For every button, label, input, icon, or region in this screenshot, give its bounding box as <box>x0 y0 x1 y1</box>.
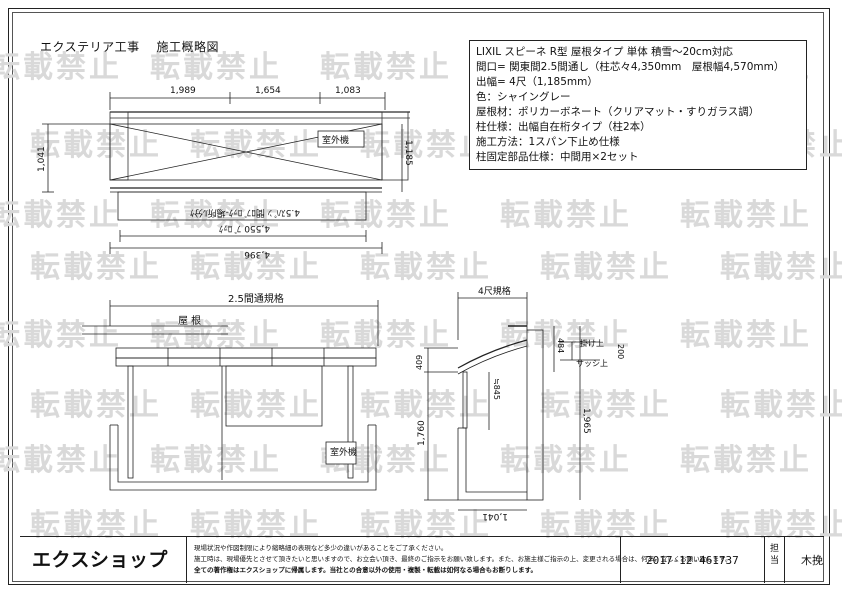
document-number: 2017-12-461737 <box>646 554 739 567</box>
plan-block-note: 4.5ｽﾊﾟﾝ 間ﾛﾌﾞﾛｯｸ-場所ﾙ分ｹ <box>189 207 300 219</box>
side-kake-label: 掛け上 <box>580 338 604 348</box>
front-span-label: 2.5間通規格 <box>228 292 284 305</box>
footer-note-2: 施工時は、現場優先とさせて頂きたいと思いますので、お立会い頂き、最終のご指示をお… <box>194 555 732 563</box>
spec-line-width: 間口= 関東間2.5間通し（柱芯々4,350mm 屋根幅4,570mm） <box>476 61 785 73</box>
front-view <box>82 300 379 491</box>
plan-dim-1185: 1,185 <box>403 140 413 166</box>
side-view <box>424 292 600 511</box>
spec-line-color: 色：シャイングレー <box>476 91 571 103</box>
person-in-charge: 木挽 <box>801 554 823 567</box>
footer-divider <box>784 537 785 583</box>
title-block: エクスショップ 現場状況や作図制限により縮略細の表現など多少の違いがあることをご… <box>20 536 824 583</box>
side-dim-409: 409 <box>415 355 424 370</box>
spec-line-product: LIXIL スピーネ R型 屋根タイプ 単体 積雪～20cm対応 <box>476 46 733 58</box>
drawing-title: エクステリア工事 施工概略図 <box>40 40 219 54</box>
side-dim-1965: 1,965 <box>581 408 591 434</box>
plan-dim-4550: 4,550 ﾌﾞﾛｯｸ <box>219 223 270 234</box>
plan-dim-1989: 1,989 <box>170 86 196 96</box>
spec-line-roof: 屋根材：ポリカーボネート（クリアマット・すりガラス調） <box>476 106 760 118</box>
drawing-border <box>12 12 824 582</box>
plan-outdoor-unit-label: 室外機 <box>322 134 349 146</box>
footer-note-1: 現場状況や作図制限により縮略細の表現など多少の違いがあることをご了承ください。 <box>194 544 448 552</box>
side-dim-200: 200 <box>616 344 625 359</box>
side-label: 4尺規格 <box>478 285 511 297</box>
footer-divider <box>186 537 187 583</box>
spec-line-parts: 柱固定部品仕様：中間用×2セット <box>476 151 639 163</box>
spec-line-depth: 出幅= 4尺（1,185mm） <box>476 76 598 88</box>
drawing-frame <box>8 8 830 585</box>
side-dim-845: ≒845 <box>492 378 501 400</box>
side-dim-1041: 1,041 <box>482 511 508 521</box>
footer-notes: 現場状況や作図制限により縮略細の表現など多少の違いがあることをご了承ください。 … <box>194 543 732 576</box>
spec-line-method: 施工方法：1スパン下止め仕様 <box>476 136 620 148</box>
footer-divider <box>764 537 765 583</box>
plan-dim-1041: 1,041 <box>37 146 47 172</box>
plan-view <box>42 92 410 254</box>
front-outdoor-unit-label: 室外機 <box>330 446 357 458</box>
plan-dim-4396: 4,396 <box>244 249 270 259</box>
side-dim-484: 484 <box>556 338 565 353</box>
spec-box: LIXIL スピーネ R型 屋根タイプ 単体 積雪～20cm対応 間口= 関東間… <box>469 40 807 170</box>
person-in-charge-label: 担当 <box>770 544 780 566</box>
side-dim-1760: 1,760 <box>417 420 427 446</box>
footer-divider <box>620 537 621 583</box>
plan-dim-1654: 1,654 <box>255 86 281 96</box>
footer-note-3: 全ての著作権はエクスショップに帰属します。当社との合意以外の使用・複製・転載は如… <box>194 566 537 574</box>
front-roof-label: 屋 根 <box>178 314 201 327</box>
side-sash-label: サッシ上 <box>576 359 608 368</box>
company-logo: エクスショップ <box>32 549 168 571</box>
plan-dim-1083: 1,083 <box>335 86 361 96</box>
spec-line-post: 柱仕様：出幅自在桁タイプ（柱2本） <box>476 121 651 133</box>
